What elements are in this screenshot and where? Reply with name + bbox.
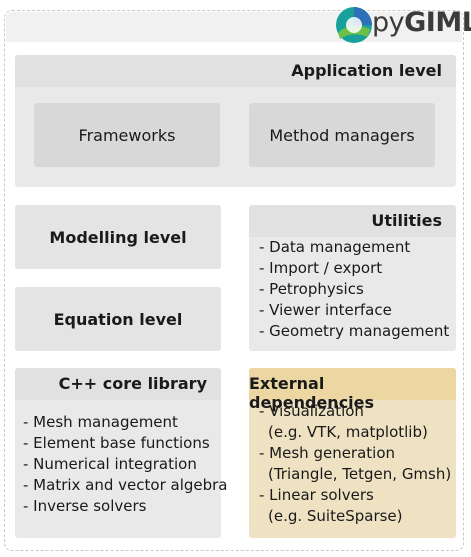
application-level-header [15, 55, 456, 87]
list-item: - Data management [259, 238, 411, 256]
utilities-panel: Utilities - Data management - Import / e… [249, 205, 456, 351]
list-item: - Element base functions [23, 434, 210, 452]
utilities-title: Utilities [371, 211, 442, 230]
list-item: - Import / export [259, 259, 383, 277]
application-level-panel: Application level Frameworks Method mana… [15, 55, 456, 187]
list-item: - Mesh generation [259, 444, 396, 462]
list-item: - Geometry management [259, 322, 450, 340]
logo-prefix: py [372, 7, 405, 38]
utilities-header [249, 205, 456, 237]
utilities-list: - Data management - Import / export - Pe… [259, 237, 449, 342]
logo-wordmark: pyGIMLi [372, 8, 471, 38]
external-dependencies-header [249, 368, 456, 400]
list-item: - Numerical integration [23, 455, 197, 473]
pygimli-logo-icon [336, 7, 372, 43]
external-dependencies-list: - Visualization (e.g. VTK, matplotlib) -… [259, 401, 451, 527]
core-library-panel: C++ core library - Mesh management - Ele… [15, 368, 228, 538]
core-library-title: C++ core library [58, 374, 207, 393]
list-item: - Petrophysics [259, 280, 364, 298]
list-item: - Visualization [259, 402, 364, 420]
list-item: - Viewer interface [259, 301, 392, 319]
frameworks-box: Frameworks [34, 103, 220, 167]
list-item: (e.g. VTK, matplotlib) [268, 423, 428, 441]
list-item: - Mesh management [23, 413, 178, 431]
method-managers-box: Method managers [249, 103, 435, 167]
list-item: - Matrix and vector algebra [23, 476, 228, 494]
logo-name: GIMLi [404, 7, 471, 38]
application-level-title: Application level [291, 61, 442, 80]
core-library-list: - Mesh management - Element base functio… [23, 412, 228, 517]
list-item: (e.g. SuiteSparse) [268, 507, 403, 525]
external-dependencies-title: External dependencies [249, 374, 375, 412]
external-dependencies-panel: External dependencies - Visualization (e… [249, 368, 456, 538]
list-item: - Linear solvers [259, 486, 374, 504]
modelling-level-box: Modelling level [15, 205, 221, 269]
top-bar [6, 12, 462, 42]
equation-level-box: Equation level [15, 287, 221, 351]
list-item: - Inverse solvers [23, 497, 147, 515]
core-library-header [15, 368, 221, 400]
outer-frame [4, 10, 464, 551]
list-item: (Triangle, Tetgen, Gmsh) [268, 465, 452, 483]
